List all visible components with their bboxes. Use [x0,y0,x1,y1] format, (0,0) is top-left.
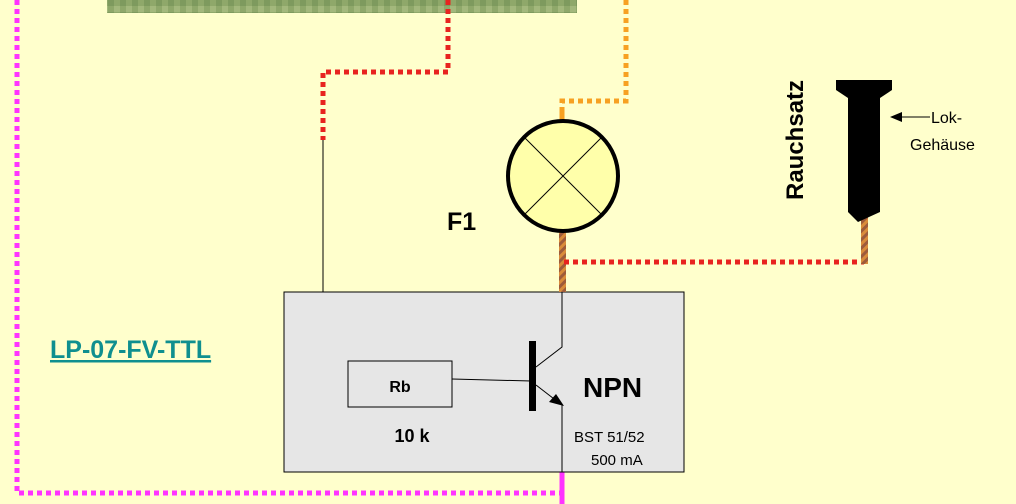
housing-label-line2: Gehäuse [910,137,975,154]
smoke-unit-label: Rauchsatz [782,80,809,200]
transistor-model: BST 51/52 [574,429,645,446]
housing-label-line1: Lok- [931,110,962,127]
resistor-label: Rb [389,379,411,396]
brown-wire-lamp-collector [559,226,566,292]
transistor-base-bar [529,341,536,411]
top-image-fragment [107,0,577,13]
transistor-current: 500 mA [591,452,643,469]
module-link[interactable]: LP-07-FV-TTL [50,336,211,364]
transistor-type: NPN [583,372,642,403]
resistor-value: 10 k [394,426,430,446]
lamp-label: F1 [447,208,476,236]
